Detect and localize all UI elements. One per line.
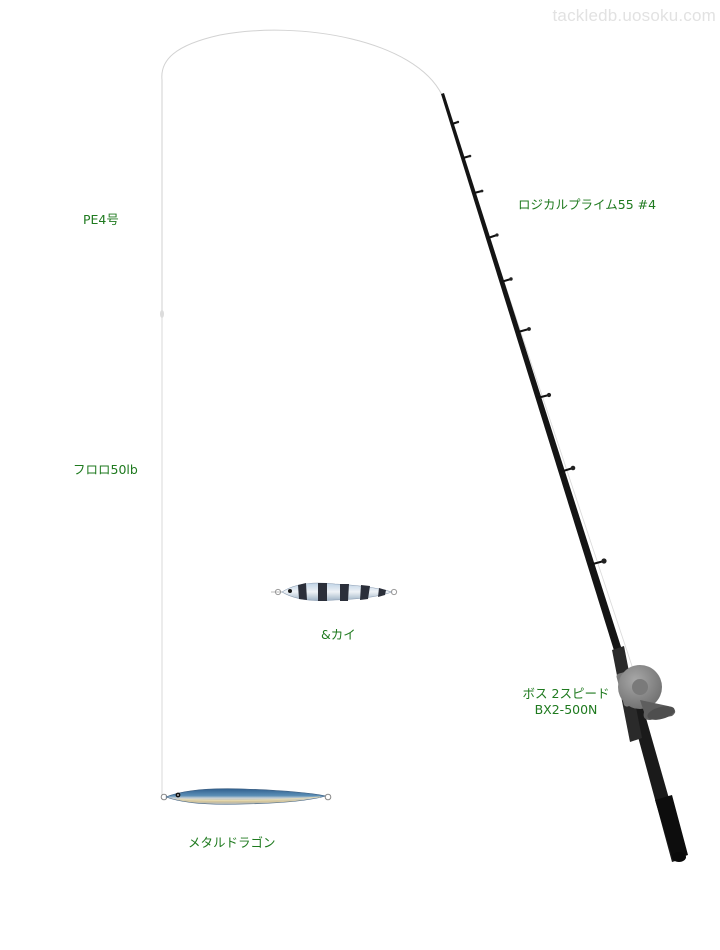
watermark: tackledb.uosoku.com [552, 6, 716, 25]
jig-lure-main [160, 788, 332, 805]
main-lure-label: メタルドラゴン [188, 835, 276, 850]
reel-label-line2: BX2-500N [534, 702, 598, 717]
rod-grip [655, 795, 688, 860]
jig-lure-small [271, 582, 398, 601]
main-line-label: PE4号 [83, 212, 119, 227]
reel-label-line1: ボス 2スピード [522, 686, 610, 701]
small-lure-label: &カイ [321, 627, 356, 642]
main-line [161, 29, 443, 312]
rod-label: ロジカルプライム55 #4 [518, 197, 657, 212]
rod-guides [451, 121, 605, 566]
leader-label: フロロ50lb [73, 462, 138, 477]
butt-cap [672, 852, 686, 862]
reel [616, 665, 676, 720]
guide-rings [456, 120, 607, 564]
knot [160, 310, 164, 318]
reel-label: ボス 2スピード BX2-500N [514, 686, 618, 718]
